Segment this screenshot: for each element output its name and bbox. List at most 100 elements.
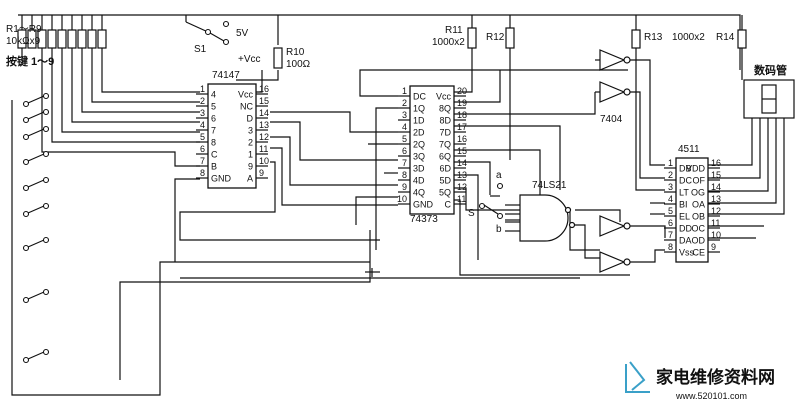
pin-label: 1Q (413, 104, 425, 114)
pin-label: 2D (413, 128, 425, 138)
pin-label: 4 (211, 90, 216, 100)
pin-number: 9 (711, 242, 716, 252)
inverter-gate (599, 215, 631, 237)
pin-number: 6 (668, 218, 673, 228)
pin-number: 9 (402, 182, 407, 192)
pin-number: 12 (711, 206, 721, 216)
pin-number: 5 (200, 132, 205, 142)
pin-number: 8 (200, 168, 205, 178)
pin-number: 13 (259, 120, 269, 130)
wires (11, 14, 785, 396)
label-keys: 按键 1～9 (6, 54, 54, 68)
pin-number: 15 (711, 170, 721, 180)
pin-label: 4D (413, 176, 425, 186)
pin-label: 6D (439, 164, 451, 174)
label-5v: 5V (236, 28, 249, 39)
pin-label: GND (211, 174, 232, 184)
pin-label: VDD (686, 164, 706, 174)
chip-name: 4511 (678, 144, 700, 155)
pin-number: 9 (259, 168, 264, 178)
pin-number: 5 (402, 134, 407, 144)
pin-label: CE (692, 248, 705, 258)
pin-number: 4 (668, 194, 673, 204)
watermark-logo-icon (625, 361, 650, 393)
pin-number: 11 (259, 144, 268, 154)
pin-label: 7D (439, 128, 451, 138)
key-switch (22, 202, 50, 218)
pin-label: BI (679, 200, 688, 210)
pin-label: 8Q (439, 104, 451, 114)
logic-gates (505, 49, 631, 273)
pin-label: LT (679, 188, 689, 198)
pin-label: 7Q (439, 140, 451, 150)
pin-label: 5Q (439, 188, 451, 198)
inverter-gate (599, 49, 631, 71)
label-r14: R14 (716, 32, 735, 43)
pin-label: 2Q (413, 140, 425, 150)
label-r13: R13 (644, 32, 663, 43)
pin-label: 6Q (439, 152, 451, 162)
label-vcc: +Vcc (238, 54, 261, 65)
pin-number: 13 (711, 194, 721, 204)
label-display: 数码管 (754, 63, 787, 77)
pin-label: 7 (211, 126, 216, 136)
pin-label: OC (692, 224, 706, 234)
chip-name: 74373 (410, 214, 438, 225)
pin-number: 7 (668, 230, 673, 240)
pin-label: 3Q (413, 152, 425, 162)
label-7404: 7404 (600, 114, 623, 125)
pin-number: 7 (200, 156, 205, 166)
chip-body (409, 85, 455, 215)
pin-number: 10 (259, 156, 269, 166)
key-switch (22, 150, 50, 166)
pin-number: 6 (200, 144, 205, 154)
pin-label: DB (679, 164, 692, 174)
pin-label: DD (679, 224, 692, 234)
pin-number: 18 (457, 110, 467, 120)
watermark-url: www.520101.com (675, 391, 747, 401)
pin-label: 2 (248, 138, 253, 148)
pin-label: 9 (248, 162, 253, 172)
pin-number: 1 (200, 84, 205, 94)
pin-label: 5 (211, 102, 216, 112)
pin-label: 6 (211, 114, 216, 124)
pin-number: 16 (457, 134, 467, 144)
inverter-gate (599, 81, 631, 103)
pin-number: 13 (457, 170, 467, 180)
pin-number: 3 (402, 110, 407, 120)
pin-label: DA (679, 236, 692, 246)
labels: R1～R9 10kΩx9 按键 1～9 S1 5V +Vcc R10 100Ω … (6, 24, 787, 235)
pin-number: 11 (711, 218, 720, 228)
key-switch (22, 176, 50, 192)
pin-label: NC (240, 102, 253, 112)
label-r13-value: 1000x2 (672, 32, 705, 43)
pin-label: OD (692, 236, 706, 246)
pin-label: 3 (248, 126, 253, 136)
key-switch (22, 125, 50, 141)
pin-label: DC (413, 92, 426, 102)
pin-number: 2 (200, 96, 205, 106)
label-r10-value: 100Ω (286, 59, 311, 70)
pin-label: 3D (413, 164, 425, 174)
pin-number: 1 (668, 158, 673, 168)
pin-number: 20 (457, 86, 467, 96)
pin-label: OB (692, 212, 705, 222)
seven-segment-display (743, 79, 795, 119)
and-gate-74ls21 (505, 194, 576, 242)
pin-label: 1D (413, 116, 425, 126)
pin-number: 12 (457, 182, 467, 192)
pin-number: 4 (402, 122, 407, 132)
pin-label: DC (679, 176, 692, 186)
pin-label: 8D (439, 116, 451, 126)
pin-label: 1 (248, 150, 253, 160)
key-switch (22, 348, 50, 364)
pin-number: 2 (668, 170, 673, 180)
pin-number: 15 (457, 146, 467, 156)
label-r10: R10 (286, 47, 305, 58)
pin-number: 11 (457, 194, 466, 204)
watermark-text: 家电维修资料网 (656, 367, 775, 387)
label-74ls21: 74LS21 (532, 180, 567, 191)
pin-number: 19 (457, 98, 467, 108)
pin-number: 14 (457, 158, 467, 168)
